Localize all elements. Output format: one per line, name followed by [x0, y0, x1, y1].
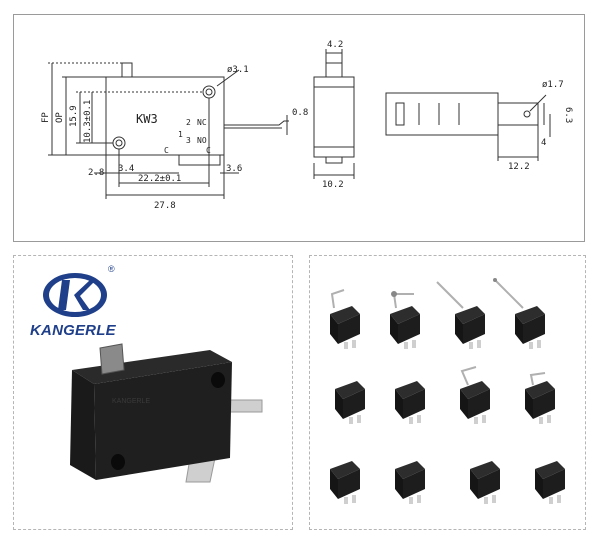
mounting-hole-top — [202, 85, 216, 99]
dimension-drawing: KW3 2 NC 1 3 NO C C ø3.1 4.2 ø1.7 0.8 3.… — [41, 40, 573, 211]
terminal-3-label: 3 — [186, 136, 191, 145]
body-imprint: KANGERLE — [112, 398, 151, 405]
switch-top-outline — [385, 92, 499, 136]
variant-switch-8 — [525, 372, 555, 424]
variant-switch-12 — [535, 461, 565, 504]
terminal-2-label: 2 — [186, 118, 191, 127]
variant-switches-grid — [330, 278, 565, 504]
terminal-c2-label: C — [206, 146, 211, 155]
dim-2-8: 2.8 — [88, 168, 104, 178]
switch-side-outline — [313, 76, 355, 158]
kangerle-logo — [43, 273, 107, 317]
dim-pin-hole: ø1.7 — [542, 80, 564, 90]
variant-switch-6 — [395, 381, 425, 424]
dim-hole-diameter: ø3.1 — [227, 65, 249, 75]
brand-name: KANGERLE — [30, 322, 116, 339]
microswitch-photo — [70, 343, 263, 483]
terminal-c-label: C — [164, 146, 169, 155]
dim-op: OP — [55, 112, 65, 123]
variant-switch-5 — [335, 381, 365, 424]
mounting-hole-bottom — [112, 136, 126, 150]
dim-4: 4 — [541, 138, 546, 148]
dim-22-2: 22.2±0.1 — [138, 174, 181, 184]
dim-15-9: 15.9 — [69, 105, 79, 127]
dim-fp: FP — [41, 112, 51, 123]
switch-front-outline — [105, 76, 225, 156]
terminal-nc-label: NC — [197, 118, 207, 127]
dim-side-width: 4.2 — [327, 40, 343, 50]
model-label: KW3 — [136, 112, 158, 126]
variant-switch-4 — [493, 278, 545, 349]
dim-12-2: 12.2 — [508, 162, 530, 172]
variant-switch-2 — [390, 291, 420, 349]
variant-switch-7 — [460, 366, 490, 424]
dim-thickness: 0.8 — [292, 108, 308, 118]
variant-switch-10 — [395, 461, 425, 504]
dim-27-8: 27.8 — [154, 201, 176, 211]
dim-10-3: 10.3±0.1 — [83, 100, 93, 143]
variants-panel — [309, 255, 586, 530]
variant-switch-9 — [330, 461, 360, 504]
variant-switch-11 — [470, 461, 500, 504]
dim-10-2: 10.2 — [322, 180, 344, 190]
terminal-1-label: 1 — [178, 130, 183, 139]
terminal-no-label: NO — [197, 136, 207, 145]
dim-3-6: 3.6 — [226, 164, 242, 174]
dim-6-3: 6.3 — [563, 107, 573, 123]
technical-drawing-panel: KW3 2 NC 1 3 NO C C ø3.1 4.2 ø1.7 0.8 3.… — [13, 14, 585, 242]
variant-switch-3 — [436, 281, 485, 349]
dim-3-4: 3.4 — [118, 164, 134, 174]
variant-switch-1 — [330, 289, 360, 349]
registered-mark: ® — [108, 264, 115, 274]
